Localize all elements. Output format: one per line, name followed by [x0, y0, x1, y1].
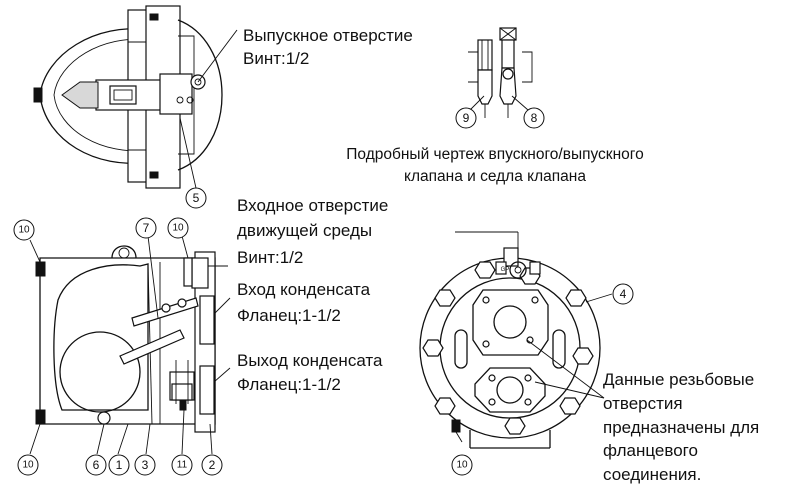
top-view: [33, 5, 238, 189]
front-cover-bolts: [422, 261, 594, 435]
front-view: GP: [419, 231, 613, 449]
callout-badge-5: 5: [185, 187, 207, 209]
svg-text:2: 2: [209, 458, 216, 472]
front-cover-ring: [439, 277, 581, 419]
condensate-out-spec: Фланец:1-1/2: [237, 375, 341, 394]
svg-text:5: 5: [193, 191, 200, 205]
condensate-outlet-port: [199, 365, 215, 415]
condensate-out-title: Выход конденсата: [237, 351, 383, 370]
callout-8-leader: [511, 95, 529, 111]
valve-detail-view: [468, 27, 533, 118]
svg-text:1: 1: [116, 458, 123, 472]
top-view-cover: [177, 19, 223, 171]
motive-inlet-line1: Входное отверстие: [237, 196, 388, 215]
section-view: [29, 235, 231, 455]
threaded-line2: отверстия: [603, 394, 683, 413]
motive-inlet-boss: [191, 257, 209, 289]
callout-10c-leader: [29, 423, 41, 455]
callout-badge-6: 6: [85, 454, 107, 476]
svg-text:10: 10: [18, 225, 30, 236]
callout-11-leader: [181, 409, 185, 455]
callout-5-leader: [179, 117, 197, 189]
gp-marking: GP: [501, 267, 510, 273]
callout-badge-10d: 10: [451, 454, 473, 476]
callout-badge-10a: 10: [13, 219, 35, 241]
upper-flange-pad: [472, 289, 549, 356]
svg-text:11: 11: [177, 460, 188, 471]
condensate-inlet-leader: [213, 297, 231, 315]
outlet-title: Выпускное отверстие: [243, 26, 413, 45]
callout-6-leader: [96, 423, 105, 455]
callout-10d-leader: [455, 431, 463, 443]
float-lever-arm: [119, 329, 185, 365]
top-view-left-bolt: [33, 87, 43, 103]
threaded-leader-upper: [526, 339, 605, 399]
section-lifting-eye: [111, 245, 137, 259]
callout-9-leader: [469, 95, 485, 111]
callout-badge-7: 7: [135, 217, 157, 239]
motive-inlet-line2: движущей среды: [237, 221, 372, 240]
callout-badge-11: 11: [171, 454, 193, 476]
callout-badge-4: 4: [612, 283, 634, 305]
svg-text:10: 10: [172, 223, 184, 234]
detail-left-stem: [477, 39, 493, 71]
section-body-inner: [53, 263, 149, 411]
condensate-in-spec: Фланец:1-1/2: [237, 306, 341, 325]
svg-text:7: 7: [143, 221, 150, 235]
motive-valve: [183, 257, 193, 287]
outlet-leader: [197, 29, 238, 83]
lower-flange-pad: [474, 367, 546, 413]
condensate-in-title: Вход конденсата: [237, 280, 371, 299]
svg-text:3: 3: [142, 458, 149, 472]
detail-right-stem: [501, 39, 515, 69]
detail-caption-line2: клапана и седла клапана: [404, 168, 586, 185]
svg-text:9: 9: [463, 111, 470, 125]
front-drain-plug: [451, 419, 461, 433]
svg-text:8: 8: [531, 111, 538, 125]
threaded-line3: предназначены для: [603, 418, 759, 437]
top-view-float-lever: [61, 81, 99, 109]
callout-badge-10c: 10: [17, 454, 39, 476]
threaded-line4: фланцевого: [603, 441, 698, 460]
section-bolt-top-left: [35, 261, 46, 277]
top-view-dome-inner: [53, 38, 151, 152]
svg-text:10: 10: [22, 460, 34, 471]
front-right-slot: [552, 329, 566, 369]
svg-text:10: 10: [456, 460, 468, 471]
threaded-line5: соединения.: [603, 465, 701, 484]
float-plug: [97, 411, 111, 425]
callout-10a-leader: [29, 239, 41, 263]
callout-badge-8: 8: [523, 107, 545, 129]
float-ball: [59, 331, 141, 413]
callout-7-leader: [147, 235, 159, 319]
callout-badge-3: 3: [134, 454, 156, 476]
callout-2-leader: [209, 423, 213, 455]
callout-badge-2: 2: [201, 454, 223, 476]
callout-3-leader: [145, 423, 151, 455]
section-bolt-bottom-left: [35, 409, 46, 425]
condensate-inlet-port: [199, 295, 215, 345]
detail-inlet-valve: [477, 69, 493, 105]
detail-caption-line1: Подробный чертеж впускного/выпускного: [346, 146, 643, 163]
callout-badge-10b: 10: [167, 217, 189, 239]
callout-4-leader: [585, 293, 613, 303]
callout-badge-9: 9: [455, 107, 477, 129]
front-left-slot: [454, 329, 468, 369]
motive-inlet-spec: Винт:1/2: [237, 248, 303, 267]
callout-badge-1: 1: [108, 454, 130, 476]
labels: Выпускное отверстие Винт:1/2 Подробный ч…: [237, 26, 759, 484]
outlet-spec: Винт:1/2: [243, 49, 309, 68]
svg-text:6: 6: [93, 458, 100, 472]
svg-text:4: 4: [620, 287, 627, 301]
callout-10b-leader: [181, 235, 189, 259]
callout-1-leader: [117, 423, 129, 455]
threaded-line1: Данные резьбовые: [603, 370, 754, 389]
callout-badges: 5 9 8 10 7 10 4 10 6 1 3 11 2 10: [13, 107, 634, 476]
threaded-leader-lower: [534, 381, 605, 399]
top-view-outlet-boss: [159, 73, 193, 115]
condensate-outlet-leader: [213, 367, 231, 383]
